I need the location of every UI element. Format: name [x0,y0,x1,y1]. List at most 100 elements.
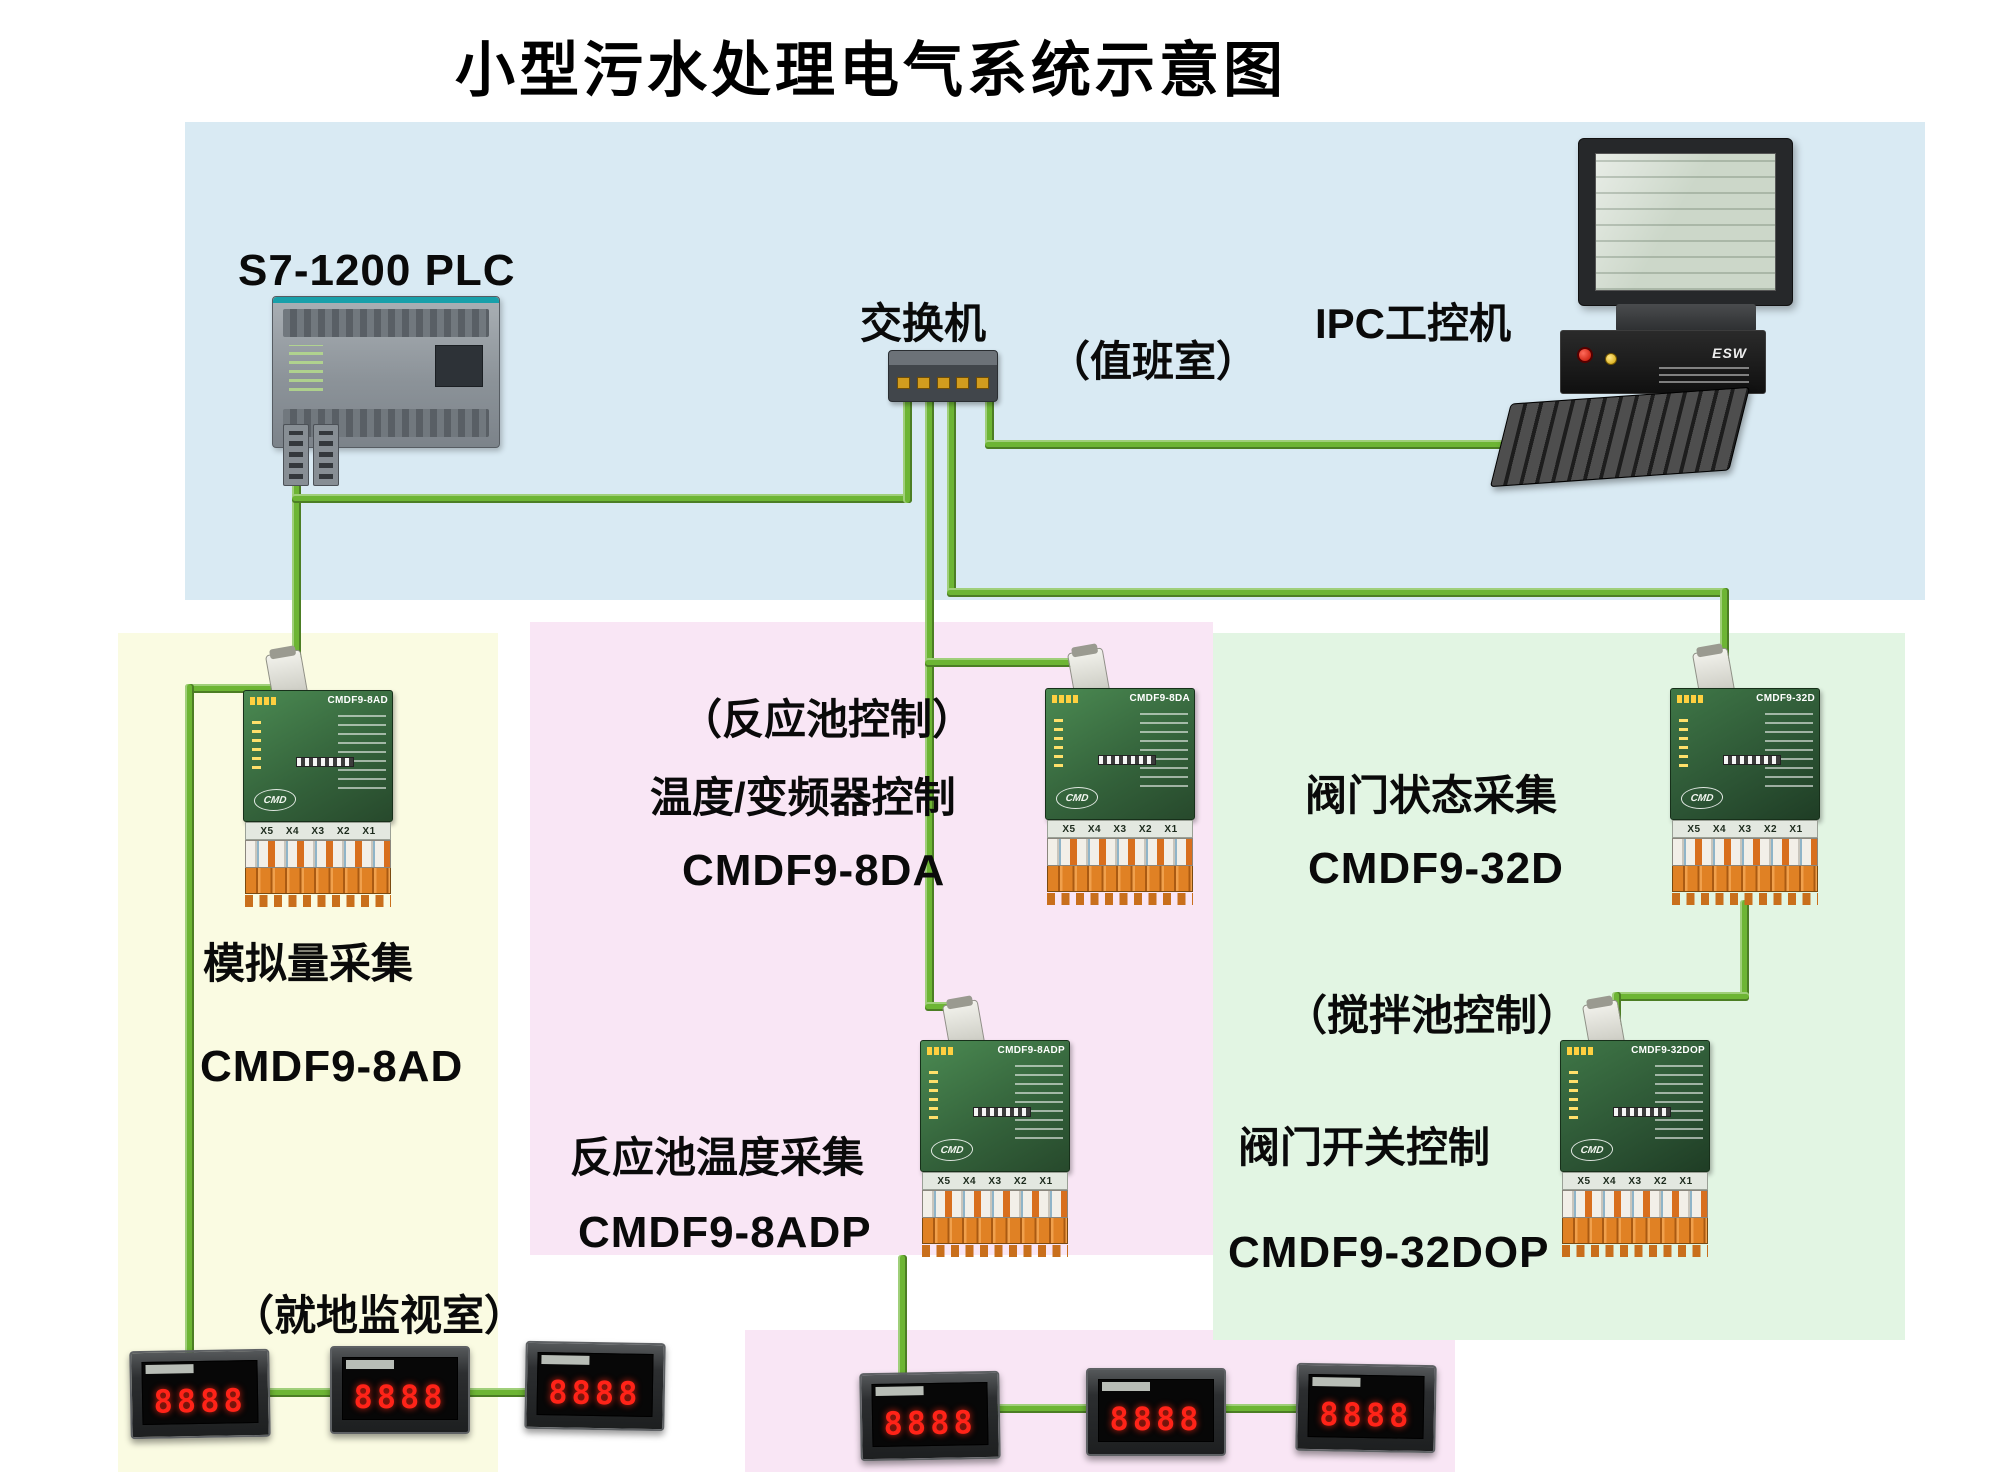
module-led-column [1679,715,1688,767]
meter-window: 8888 [342,1357,458,1420]
cable-32d-to-32dop [1615,992,1749,1001]
module-led-column [1054,715,1063,767]
ethernet-port [976,377,989,389]
network-switch [888,350,998,402]
io-module-cmdf9-32d: CMDF9-32D CMD X5 X4 X3 X2 X1 [1670,647,1820,913]
plc-expansion-slots [319,431,333,479]
io-module-cmdf9-8ad: CMDF9-8AD CMD X5 X4 X3 X2 X1 [243,649,393,915]
cmd-logo: CMD [252,789,298,811]
module-body: CMDF9-32DOP CMD [1560,1040,1710,1172]
terminal-pins [245,895,391,907]
module-terminal-block: X5 X4 X3 X2 X1 [1562,1172,1708,1257]
module-label-rows [1765,713,1813,787]
cable-8adp-to-meters [898,1255,907,1412]
panel-meter: 8888 [859,1370,1001,1462]
reaction-pool-control-label: （反应池控制） [680,696,975,743]
module-brand-marks [1567,1046,1595,1055]
module-led-column [252,717,261,769]
module-body: CMDF9-8ADP CMD [920,1040,1070,1172]
terminal-group-labels: X5 X4 X3 X2 X1 [1047,820,1193,838]
cmd-logo: CMD [1569,1139,1615,1161]
module-dip-switch [973,1107,1031,1117]
module-terminal-block: X5 X4 X3 X2 X1 [245,822,391,907]
cable-switch-drop-right [947,396,956,596]
module-brand-marks [1677,694,1705,703]
ethernet-port [897,377,910,389]
cmdf9-32d-label: CMDF9-32D [1308,844,1564,893]
terminal-group-labels: X5 X4 X3 X2 X1 [245,822,391,840]
meter-brand-strip [1312,1377,1361,1387]
ipc-chassis: ESW [1560,330,1766,394]
cable-switch-ipc-drop [985,396,994,448]
meter-digits: 8888 [1319,1395,1413,1435]
plc-device [272,296,500,448]
io-module-cmdf9-32dop: CMDF9-32DOP CMD X5 X4 X3 X2 X1 [1560,999,1710,1265]
io-module-cmdf9-8da: CMDF9-8DA CMD X5 X4 X3 X2 X1 [1045,647,1195,913]
terminal-group-labels: X5 X4 X3 X2 X1 [1562,1172,1708,1190]
analog-acquisition-label: 模拟量采集 [203,940,414,987]
terminal-group-labels: X5 X4 X3 X2 X1 [1672,820,1818,838]
ipc-label: IPC工控机 [1315,300,1512,347]
plc-terminal-cover-top [283,309,489,337]
terminal-row [922,1190,1068,1218]
meter-window: 8888 [1098,1379,1214,1442]
io-module-cmdf9-8adp: CMDF9-8ADP CMD X5 X4 X3 X2 X1 [920,999,1070,1265]
meter-digits: 8888 [153,1381,247,1421]
plc-brand-strip [273,297,499,303]
panel-meter: 8888 [330,1346,470,1434]
terminal-clamp-row [1672,866,1818,892]
cable-32d-feed [1720,588,1729,663]
plc-display [435,345,483,387]
cable-branch-8da [925,658,1085,667]
meter-brand-strip [541,1355,590,1365]
module-led-column [929,1067,938,1119]
cable-switch-drop-left [903,396,912,503]
cmd-logo: CMD [1054,787,1100,809]
duty-room-label: （值班室） [1048,338,1259,385]
module-label-rows [338,715,386,789]
module-model-text: CMDF9-32DOP [1631,1045,1705,1056]
module-model-text: CMDF9-8DA [1129,693,1190,704]
cable-32d-down [1740,900,1749,1000]
ipc-screen [1595,153,1776,291]
terminal-clamp-row [1047,866,1193,892]
cable-module8ad-feed [185,684,295,693]
module-led-column [1569,1067,1578,1119]
cmdf9-32dop-label: CMDF9-32DOP [1228,1228,1550,1277]
ipc-monitor-stand [1616,304,1756,332]
cable-switch-trunk-middle [925,396,934,1010]
plc-expansion-slots [289,431,303,479]
ipc-chassis-text-lines [1659,365,1749,383]
plc-status-leds [289,345,323,391]
local-monitor-room-label: （就地监视室） [232,1292,527,1339]
terminal-row [1047,838,1193,866]
panel-meter: 8888 [524,1340,666,1432]
diagram-title: 小型污水处理电气系统示意图 [455,37,1287,104]
module-model-text: CMDF9-32D [1756,693,1815,704]
plc-expansion-module [313,424,339,486]
meter-window: 8888 [141,1359,259,1426]
module-brand-marks [927,1046,955,1055]
meter-digits: 8888 [548,1373,642,1413]
ethernet-port [936,377,950,389]
temp-vfd-control-label: 温度/变频器控制 [650,774,956,821]
meter-brand-strip [145,1364,194,1374]
module-brand-marks [250,696,278,705]
cable-to-valve-region [947,588,1729,597]
module-dip-switch [1613,1107,1671,1117]
terminal-clamp-row [245,868,391,894]
cmdf9-8adp-label: CMDF9-8ADP [578,1208,872,1257]
terminal-clamp-row [922,1218,1068,1244]
meter-window: 8888 [871,1381,989,1448]
cable-switch-to-ipc [985,440,1555,449]
ipc-chassis-label: ESW [1712,345,1747,361]
meter-brand-strip [1102,1382,1150,1391]
emergency-stop-button [1577,347,1593,363]
module-dip-switch [1098,755,1156,765]
ethernet-port [956,377,970,389]
terminal-pins [1562,1245,1708,1257]
meter-digits: 8888 [353,1378,447,1416]
meter-brand-strip [346,1360,394,1369]
cmdf9-8ad-label: CMDF9-8AD [200,1042,464,1091]
